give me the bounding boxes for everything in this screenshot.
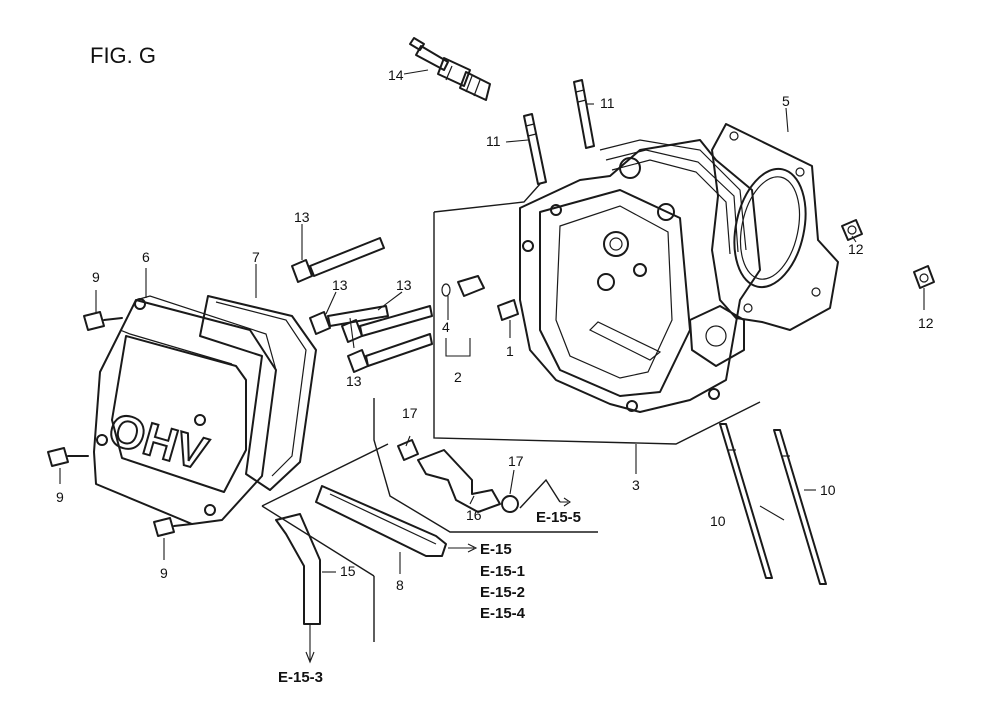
bolts-9-drawing <box>47 311 193 537</box>
ref-e15-5-arrow-bracket <box>519 478 561 509</box>
ref-e-15-1[interactable]: E-15-1 <box>480 563 525 580</box>
head-bracket-bottom <box>433 212 761 445</box>
head-bracket-top <box>433 183 541 213</box>
nuts-12-drawing <box>841 219 935 289</box>
tube-bracket <box>373 398 598 533</box>
push-rods-drawing <box>719 423 827 585</box>
ref-e15-5-arrowhead <box>560 497 571 507</box>
callout-11-upper: 11 <box>600 95 615 111</box>
callout-5: 5 <box>782 93 790 109</box>
leader-lines <box>59 69 925 574</box>
ohv-marking: OHV <box>103 402 213 480</box>
ref-e15-3-arrowhead <box>305 624 315 664</box>
tube-bracket-diagonal <box>261 443 389 507</box>
ref-e-15-2[interactable]: E-15-2 <box>480 584 525 601</box>
cover-gasket-drawing <box>199 295 317 491</box>
callout-11-lower: 11 <box>486 133 501 149</box>
cover-gasket-inner <box>215 301 307 477</box>
tube-bracket-lower <box>261 505 375 577</box>
callout-7: 7 <box>252 249 260 265</box>
ref-e-15-5[interactable]: E-15-5 <box>536 509 581 526</box>
callout-3: 3 <box>632 477 640 493</box>
callout-10-right: 10 <box>820 482 836 498</box>
figure-title: FIG. G <box>90 43 156 68</box>
callout-15: 15 <box>340 563 356 579</box>
ref-e-15-4[interactable]: E-15-4 <box>480 605 526 622</box>
callout-8: 8 <box>396 577 404 593</box>
head-cover-drawing: OHV <box>93 295 277 525</box>
ref-e15-arrowhead <box>448 543 478 553</box>
callout-14: 14 <box>388 67 404 83</box>
callout-12-left: 12 <box>848 241 864 257</box>
ref-e-15-3[interactable]: E-15-3 <box>278 669 323 686</box>
callout-6: 6 <box>142 249 150 265</box>
cylinder-head-drawing <box>519 139 761 413</box>
spark-plug-drawing <box>409 37 491 101</box>
callout-13-top: 13 <box>294 209 310 225</box>
callout-17-lower: 17 <box>508 453 524 469</box>
ref-e-15[interactable]: E-15 <box>480 541 512 558</box>
callout-9-top: 9 <box>92 269 100 285</box>
callout-13-bottom: 13 <box>346 373 362 389</box>
callout-2: 2 <box>454 369 462 385</box>
callout-10-left: 10 <box>710 513 726 529</box>
callout-16: 16 <box>466 507 482 523</box>
callout-13-middle-right: 13 <box>396 277 412 293</box>
callout-9-middle: 9 <box>56 489 64 505</box>
callout-4: 4 <box>442 319 450 335</box>
studs-11-drawing <box>523 79 595 185</box>
bolts-13-drawing <box>291 237 433 373</box>
head-gasket-drawing <box>711 123 839 331</box>
callout-1: 1 <box>506 343 514 359</box>
callout-12-right: 12 <box>918 315 934 331</box>
dowels-drawing <box>441 275 519 321</box>
callout-17-upper: 17 <box>402 405 418 421</box>
callout-9-bottom: 9 <box>160 565 168 581</box>
callout-13-middle-left: 13 <box>332 277 348 293</box>
